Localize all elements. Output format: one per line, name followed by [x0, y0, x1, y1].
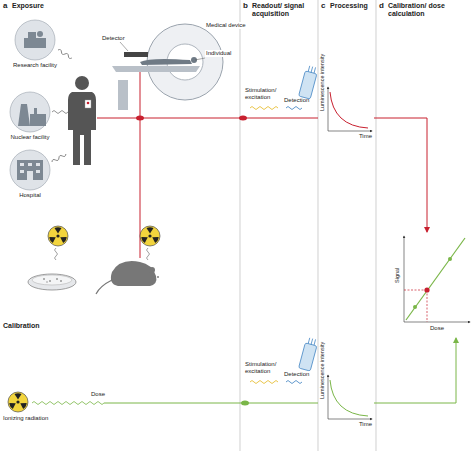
chart-panel: Luminescence intensityTime — [318, 370, 374, 430]
chart-panel: Luminescence intensityTime — [318, 82, 374, 142]
panel-letter: d — [379, 1, 384, 10]
source-label: Ionizing radiation — [3, 415, 63, 422]
panel-letter: b — [243, 1, 248, 10]
panel-title: Processing — [330, 2, 368, 10]
facility-label: Hospital — [0, 192, 60, 199]
panel-title: Exposure — [12, 2, 44, 10]
facility-icon: Nuclear facility — [10, 92, 50, 132]
flow-arrow — [374, 118, 427, 232]
device-label: Medical device — [205, 22, 247, 29]
section-title: Calibration — [3, 322, 40, 330]
axis-label: Time — [359, 133, 372, 140]
process-label: Stimulation/ excitation — [245, 87, 285, 101]
facility-icon: Research facility — [15, 20, 55, 60]
process-label: Detection — [284, 97, 309, 104]
process-label: Stimulation/ excitation — [245, 361, 285, 375]
facility-label: Research facility — [5, 62, 65, 69]
device-label: Detector — [102, 35, 125, 42]
axis-label: Dose — [430, 325, 444, 332]
panel-title: Calibration/ dose calculation — [388, 2, 454, 18]
panel-title: Readout/ signal acquisition — [252, 2, 314, 18]
facility-icon: Hospital — [10, 150, 50, 190]
flow-arrow — [374, 338, 456, 403]
chart-panel: SignalDose — [390, 232, 472, 338]
axis-label: Luminescence intensity — [319, 54, 325, 111]
axis-label: Signal — [394, 268, 400, 283]
facility-label: Nuclear facility — [0, 134, 60, 141]
panel-letter: c — [321, 1, 325, 10]
process-label: Detection — [284, 371, 309, 378]
device-label: Individual — [205, 50, 232, 57]
axis-label: Time — [359, 421, 372, 428]
dose-label: Dose — [91, 391, 105, 398]
axis-label: Luminescence intensity — [319, 342, 325, 399]
panel-letter: a — [3, 1, 7, 10]
